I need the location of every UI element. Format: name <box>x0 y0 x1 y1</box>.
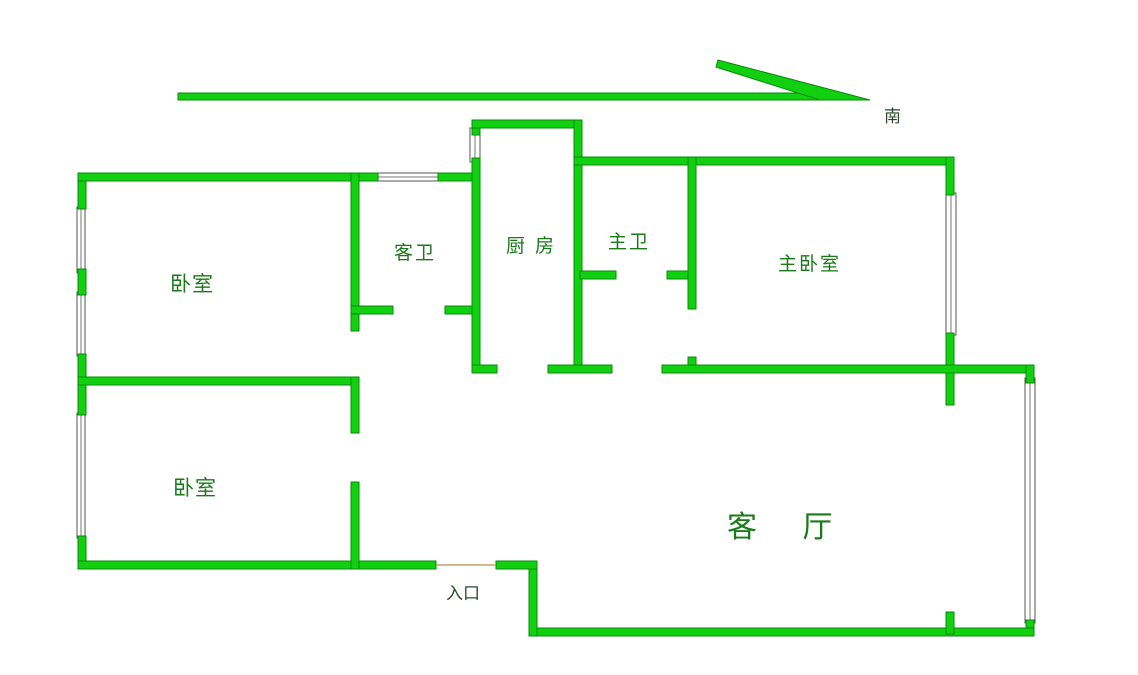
room-label-master-bathroom: 主卫 <box>608 231 651 253</box>
window-bedroom-lower <box>76 412 86 539</box>
walls <box>77 119 1035 637</box>
room-label-guest-bathroom: 客卫 <box>394 242 437 264</box>
entrance-label: 入口 <box>446 584 480 604</box>
window-bedroom-upper-2 <box>76 291 86 357</box>
room-label-bedroom-upper: 卧室 <box>170 272 214 296</box>
window-living-room <box>1024 377 1036 624</box>
room-label-bedroom-lower: 卧室 <box>173 476 217 500</box>
windows <box>76 127 1036 624</box>
compass-direction-label: 南 <box>884 107 901 127</box>
window-guest-bathroom <box>374 172 442 182</box>
window-master-bedroom <box>945 192 957 336</box>
window-bedroom-upper-1 <box>76 206 86 274</box>
room-label-master-bedroom: 主卧室 <box>778 253 842 275</box>
room-label-living-room: 客 厅 <box>727 510 851 545</box>
room-label-kitchen: 厨 房 <box>506 235 557 257</box>
south-arrow <box>177 59 871 101</box>
